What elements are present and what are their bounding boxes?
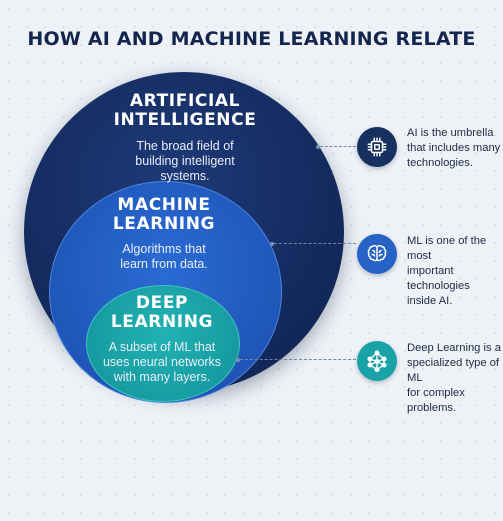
ml-desc-line1: Algorithms that [122,242,206,256]
dl-connector [240,359,356,360]
ml-callout-line3: inside AI. [407,295,453,307]
ai-description: The broad field of building intelligent … [100,139,270,184]
dl-circle [86,285,240,402]
ai-desc-line3: systems. [160,169,210,183]
ai-circle-text: ARTIFICIAL INTELLIGENCE The broad field … [100,92,270,184]
dl-connector-dot [236,358,240,362]
ml-heading-line2: LEARNING [112,214,216,234]
dl-desc-line2: uses neural networks [102,355,222,369]
dl-heading-line2: LEARNING [110,312,214,332]
dl-callout-line3: for complex problems. [407,387,465,414]
dl-description: A subset of ML that uses neural networks… [92,340,232,385]
ai-callout-text: AI is the umbrella that includes many te… [407,126,501,171]
ai-desc-line2: building intelligent [135,154,235,168]
ml-callout-line2: important technologies [407,265,470,292]
ml-desc-line2: learn from data. [120,257,208,271]
ml-circle-text: MACHINE LEARNING Algorithms that learn f… [89,196,239,272]
ml-connector-dot [270,242,274,246]
ai-callout-line1: AI is the umbrella [407,127,494,139]
ai-connector-dot [316,145,320,149]
ml-callout-text: ML is one of the most important technolo… [407,234,503,309]
neural-network-icon [357,341,397,381]
ml-heading: MACHINE LEARNING [89,196,239,234]
ai-connector [320,146,356,147]
chip-icon [357,127,397,167]
ai-callout-line2: that includes many [407,142,501,154]
ai-heading: ARTIFICIAL INTELLIGENCE [100,92,270,130]
dl-callout-text: Deep Learning is a specialized type of M… [407,341,503,416]
ai-callout-line3: technologies. [407,157,473,169]
dl-heading: DEEP LEARNING [92,294,232,332]
ml-callout-line1: ML is one of the most [407,235,487,262]
ml-heading-line1: MACHINE [117,195,211,215]
dl-desc-line3: with many layers. [113,370,211,384]
ai-heading-line2: INTELLIGENCE [113,110,257,130]
ai-heading-line1: ARTIFICIAL [129,91,241,111]
dl-circle-text: DEEP LEARNING A subset of ML that uses n… [92,294,232,385]
brain-icon [357,234,397,274]
dl-callout-line2: specialized type of ML [407,357,500,384]
dl-desc-line1: A subset of ML that [108,340,216,354]
page-title: HOW AI AND MACHINE LEARNING RELATE [27,28,476,50]
dl-callout-line1: Deep Learning is a [407,342,501,354]
ml-description: Algorithms that learn from data. [89,242,239,272]
ml-connector [274,243,356,244]
dl-heading-line1: DEEP [135,293,189,313]
ai-desc-line1: The broad field of [136,139,234,153]
